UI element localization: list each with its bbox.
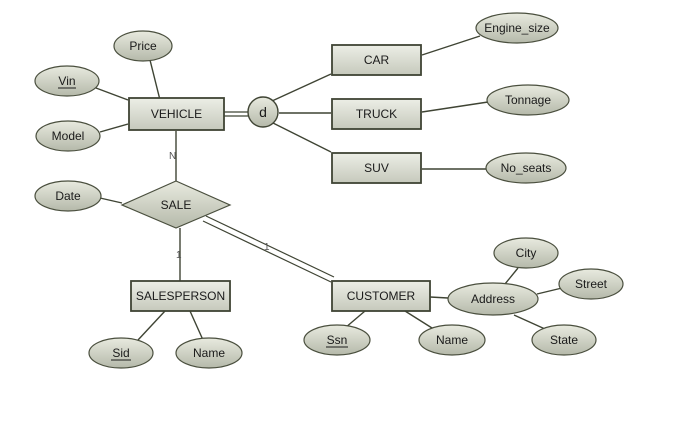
line-car-engine <box>421 35 481 56</box>
attribute-street-label: Street <box>575 277 608 291</box>
cardinality-vehicle-sale: N <box>169 151 176 162</box>
entity-customer[interactable]: CUSTOMER <box>331 280 431 312</box>
attribute-engine-size[interactable]: Engine_size <box>475 12 559 44</box>
cardinality-salesperson-sale: 1 <box>176 250 182 261</box>
line-vehicle-model <box>99 123 129 133</box>
line-address-state <box>513 314 546 330</box>
line-d-car <box>271 73 332 102</box>
attribute-state[interactable]: State <box>531 324 597 356</box>
connectors <box>95 35 563 341</box>
attribute-vin[interactable]: Vin <box>34 65 100 97</box>
relationship-sale[interactable]: SALE <box>120 180 232 229</box>
attribute-city-label: City <box>516 246 537 260</box>
attribute-model[interactable]: Model <box>35 120 101 152</box>
line-customer-address <box>429 296 449 299</box>
entity-car[interactable]: CAR <box>331 44 422 76</box>
line-customer-name <box>404 310 433 329</box>
disjoint-specialization[interactable]: d <box>247 96 279 128</box>
attribute-address[interactable]: Address <box>447 282 539 316</box>
attribute-ssn-label: Ssn <box>327 333 348 347</box>
cardinality-customer-sale: 1 <box>264 242 270 253</box>
line-d-suv <box>272 122 332 153</box>
attribute-no-seats[interactable]: No_seats <box>485 152 567 184</box>
disjoint-symbol: d <box>259 104 267 120</box>
attribute-no-seats-label: No_seats <box>501 161 552 175</box>
attribute-sid[interactable]: Sid <box>88 337 154 369</box>
line-sale-customer-b <box>205 215 335 278</box>
attribute-date-label: Date <box>55 189 81 203</box>
line-vehicle-price <box>149 59 161 101</box>
attribute-salesperson-name[interactable]: Name <box>175 337 243 369</box>
attribute-state-label: State <box>550 333 578 347</box>
line-address-street <box>536 287 563 295</box>
line-salesperson-sid <box>137 310 166 341</box>
attribute-model-label: Model <box>52 129 85 143</box>
entity-salesperson[interactable]: SALESPERSON <box>130 280 231 312</box>
entity-vehicle-label: VEHICLE <box>151 107 202 121</box>
attribute-date[interactable]: Date <box>34 180 102 212</box>
attribute-customer-name-label: Name <box>436 333 468 347</box>
attribute-address-label: Address <box>471 292 515 306</box>
line-truck-tonnage <box>421 101 489 113</box>
attribute-price-label: Price <box>129 39 157 53</box>
entity-suv[interactable]: SUV <box>331 152 422 184</box>
attribute-price[interactable]: Price <box>113 30 173 62</box>
attribute-street[interactable]: Street <box>558 268 624 300</box>
entity-vehicle[interactable]: VEHICLE <box>128 97 225 131</box>
attribute-vin-label: Vin <box>58 74 75 88</box>
relationship-sale-label: SALE <box>161 198 192 212</box>
line-customer-ssn <box>344 310 366 329</box>
attribute-engine-size-label: Engine_size <box>484 21 550 35</box>
attribute-tonnage[interactable]: Tonnage <box>486 84 570 116</box>
line-vehicle-vin <box>95 87 129 101</box>
entity-truck[interactable]: TRUCK <box>331 98 422 130</box>
entity-truck-label: TRUCK <box>356 107 397 121</box>
entity-customer-label: CUSTOMER <box>347 289 416 303</box>
attribute-tonnage-label: Tonnage <box>505 93 551 107</box>
entity-suv-label: SUV <box>364 161 389 175</box>
attribute-customer-name[interactable]: Name <box>418 324 486 356</box>
attribute-salesperson-name-label: Name <box>193 346 225 360</box>
line-salesperson-name <box>189 310 204 341</box>
attribute-ssn[interactable]: Ssn <box>303 324 371 356</box>
entity-salesperson-label: SALESPERSON <box>136 289 225 303</box>
attribute-city[interactable]: City <box>493 237 559 269</box>
attribute-sid-label: Sid <box>112 346 129 360</box>
line-address-city <box>504 267 519 285</box>
line-sale-date <box>99 197 123 204</box>
entity-car-label: CAR <box>364 53 390 67</box>
line-sale-customer-a <box>202 220 332 283</box>
